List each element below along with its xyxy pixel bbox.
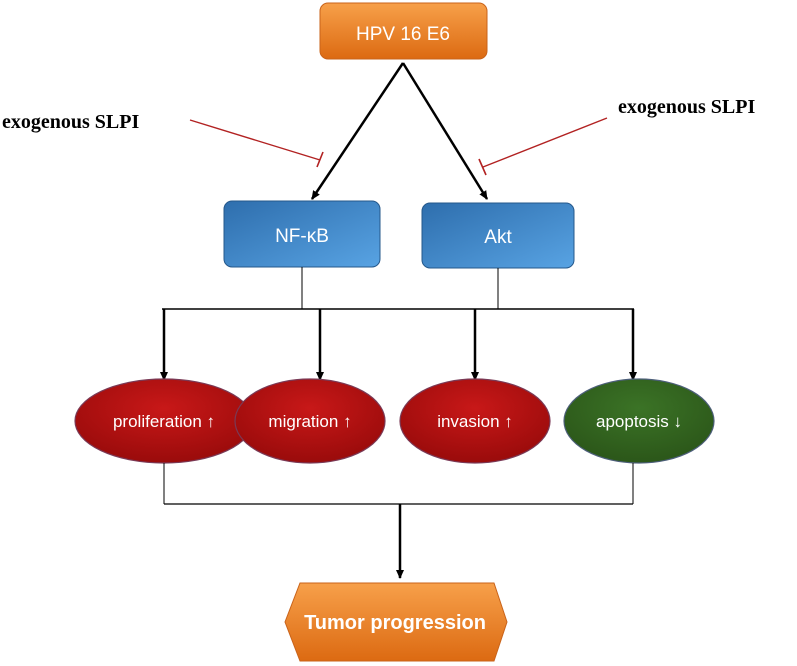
effects-to-outcome-connector: [163, 463, 634, 579]
invasion-label: invasion ↑: [437, 412, 513, 431]
hpv16-e6-label: HPV 16 E6: [356, 24, 450, 45]
akt-label: Akt: [484, 227, 512, 248]
apoptosis-label: apoptosis ↓: [596, 412, 682, 431]
inhibition-tbar-left: [316, 151, 324, 168]
arrow-hpv-to-nfkb: [310, 62, 405, 200]
inhibition-line-right: [482, 117, 608, 168]
inhibitor-label-right: exogenous SLPI: [618, 96, 755, 118]
nfkb-node: NF-κB: [223, 200, 381, 268]
arrow-hpv-to-akt: [401, 62, 489, 200]
invasion-node: invasion ↑: [399, 378, 551, 464]
apoptosis-node: apoptosis ↓: [563, 378, 715, 464]
inhibitor-label-left: exogenous SLPI: [2, 111, 139, 133]
proliferation-label: proliferation ↑: [113, 412, 215, 431]
tumor-progression-label: Tumor progression: [304, 612, 486, 634]
inhibition-tbar-right: [478, 158, 487, 176]
tumor-progression-node: Tumor progression: [284, 582, 508, 662]
proliferation-node: proliferation ↑: [74, 378, 254, 464]
inhibition-line-left: [189, 119, 321, 161]
nfkb-label: NF-κB: [275, 226, 329, 247]
akt-node: Akt: [421, 202, 575, 269]
mediator-to-effects-connector: [160, 267, 637, 381]
migration-label: migration ↑: [268, 412, 351, 431]
hpv16-e6-node: HPV 16 E6: [319, 2, 488, 60]
migration-node: migration ↑: [234, 378, 386, 464]
